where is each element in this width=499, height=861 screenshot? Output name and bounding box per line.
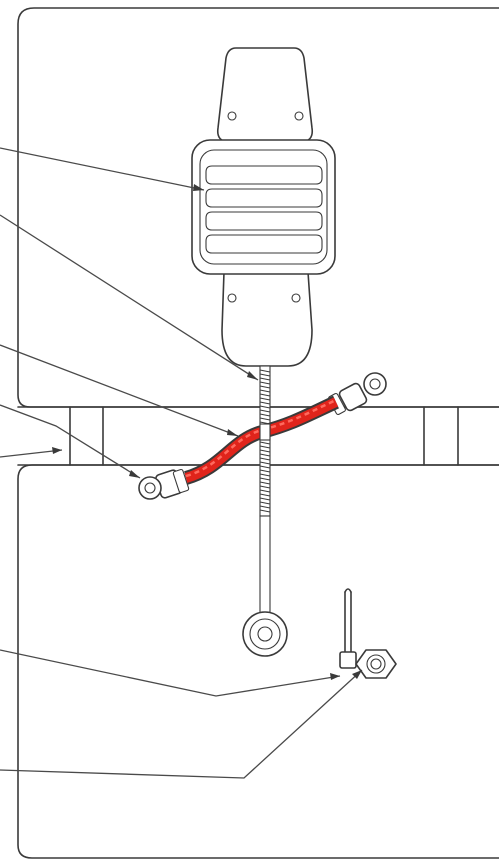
arrowhead-icon — [193, 184, 204, 191]
thread-line — [259, 385, 271, 389]
arrowhead-icon — [247, 371, 258, 380]
stud-front-segment — [259, 423, 271, 441]
hex-nut — [355, 649, 397, 679]
right-ring-terminal — [328, 372, 387, 416]
thread-line — [259, 453, 271, 457]
thread-line — [259, 461, 271, 465]
leader-lines — [0, 147, 363, 779]
thread-line — [259, 489, 271, 493]
leader-line-7 — [0, 669, 363, 779]
thread-line — [259, 469, 271, 473]
thread-line — [259, 481, 271, 485]
thread-line — [259, 477, 271, 481]
thread-line — [259, 405, 271, 409]
left-ring-terminal — [138, 468, 190, 500]
thread-line — [259, 457, 271, 461]
isolator-mount — [191, 47, 336, 367]
mount-hole-icon — [227, 293, 237, 303]
strap-cable-highlight — [185, 398, 337, 478]
thread-line — [259, 509, 271, 513]
thread-line — [259, 389, 271, 393]
thread-line — [259, 393, 271, 397]
leader-line-1 — [0, 147, 205, 191]
arrowhead-icon — [330, 673, 340, 680]
thread-line — [259, 441, 271, 445]
thread-line — [259, 501, 271, 505]
threaded-stud — [259, 365, 271, 517]
mounting-rail — [17, 406, 499, 466]
thread-line — [259, 445, 271, 449]
thread-line — [259, 485, 271, 489]
thread-line — [259, 409, 271, 413]
arrowhead-icon — [352, 670, 362, 679]
thread-line — [259, 369, 271, 373]
isolator-ribs — [205, 165, 323, 254]
leader-line-3 — [0, 344, 239, 437]
arrowhead-icon — [227, 429, 238, 436]
thread-line — [259, 401, 271, 405]
arrowhead-icon — [52, 447, 62, 454]
thread-line — [259, 381, 271, 385]
mount-hole-icon — [291, 293, 301, 303]
thread-line — [259, 449, 271, 453]
thread-line — [259, 465, 271, 469]
leader-line-2 — [0, 214, 259, 381]
arrowhead-icon — [129, 470, 140, 478]
leader-line-4 — [0, 404, 141, 479]
mount-hole-icon — [294, 111, 304, 121]
thread-line — [259, 417, 271, 421]
thread-line — [259, 473, 271, 477]
eye-bolt — [242, 515, 288, 657]
mount-hole-icon — [227, 111, 237, 121]
lower-panel — [17, 464, 499, 859]
leader-line-6 — [0, 649, 341, 697]
thread-line — [259, 497, 271, 501]
thread-line — [259, 493, 271, 497]
thread-line — [259, 505, 271, 509]
thread-line — [259, 373, 271, 377]
thread-line — [259, 413, 271, 417]
leader-line-5 — [0, 449, 63, 458]
thread-line — [259, 377, 271, 381]
isolator-bottom-tab — [221, 271, 313, 367]
leader-arrowheads — [52, 184, 362, 680]
isolator-top-tab — [216, 47, 314, 143]
bracket-bolt — [339, 588, 357, 669]
thread-line — [259, 397, 271, 401]
